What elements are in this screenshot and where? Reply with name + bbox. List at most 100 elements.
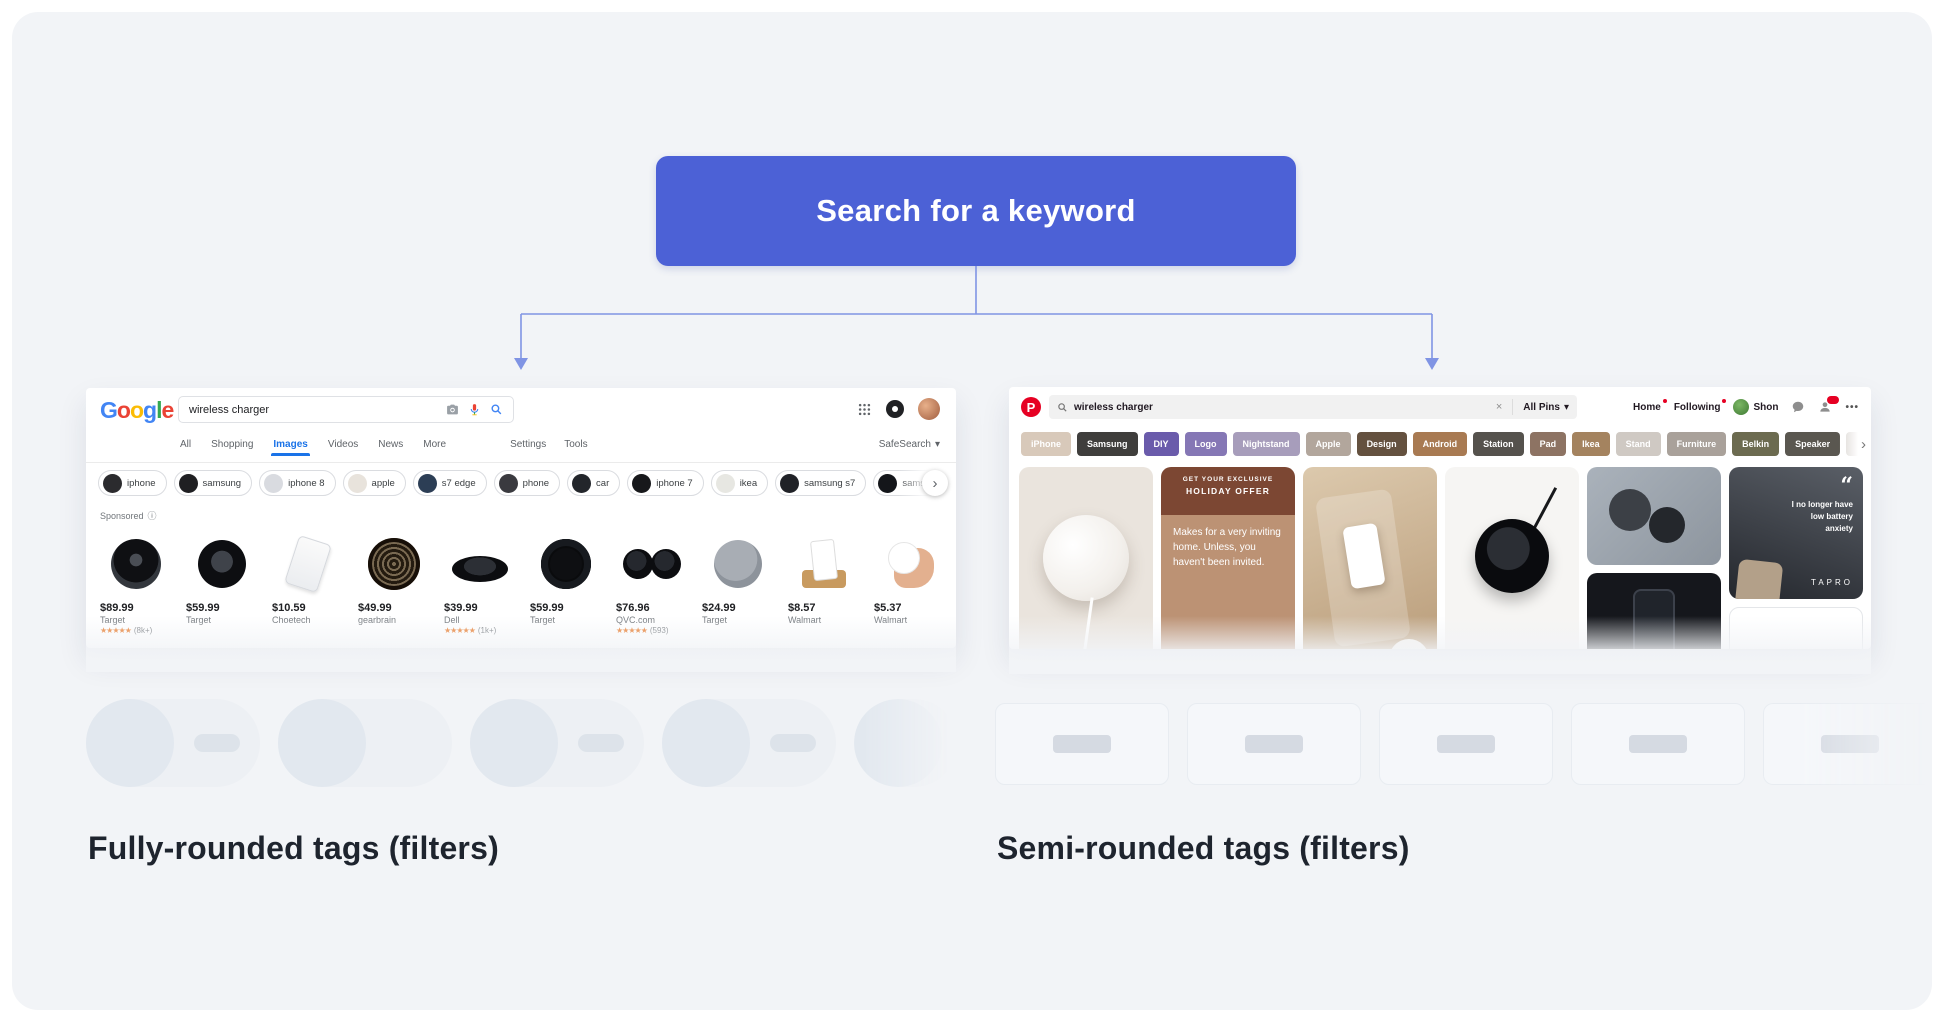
notifications-icon[interactable] xyxy=(1818,396,1840,414)
related-search-chip[interactable]: samsung xyxy=(173,470,253,496)
search-query-text: wireless charger xyxy=(189,403,270,416)
charging-pad-image xyxy=(1609,489,1651,531)
pin-blank-card[interactable] xyxy=(1729,607,1863,649)
profile-menu[interactable]: Shon xyxy=(1733,399,1778,415)
tag-thumb-placeholder xyxy=(470,699,558,787)
caption-semi-rounded: Semi-rounded tags (filters) xyxy=(997,830,1410,866)
tag-thumb-placeholder xyxy=(854,699,942,787)
filter-tag[interactable]: Stand xyxy=(1615,432,1661,456)
tab-images[interactable]: Images xyxy=(271,438,311,456)
pin-marble-charger[interactable] xyxy=(1019,467,1153,649)
tag-label-placeholder xyxy=(1821,735,1879,753)
pin-simplisafe-ad[interactable]: GET YOUR EXCLUSIVE HOLIDAY OFFER Makes f… xyxy=(1161,467,1295,649)
tools-link[interactable]: Tools xyxy=(564,438,588,450)
related-search-chip[interactable]: samsung s7 xyxy=(775,470,867,496)
pin-dark-phone[interactable] xyxy=(1587,573,1721,649)
product-card[interactable]: $59.99 Target xyxy=(524,528,607,635)
nav-home[interactable]: Home xyxy=(1633,398,1667,413)
rating-count: (1k+) xyxy=(477,626,497,635)
product-card[interactable]: $49.99 gearbrain xyxy=(352,528,435,635)
pin-quote-card[interactable]: “ I no longer have low battery anxiety T… xyxy=(1729,467,1863,599)
username-label: Shon xyxy=(1753,401,1779,413)
pin-wood-tray-photo[interactable] xyxy=(1303,467,1437,649)
filter-tag[interactable]: Nightstand xyxy=(1232,432,1300,456)
charger-cable-image xyxy=(1531,487,1558,531)
related-search-chip[interactable]: iphone xyxy=(98,470,167,496)
safesearch-dropdown[interactable]: SafeSearch ▾ xyxy=(879,439,940,450)
filter-tag[interactable]: Logo xyxy=(1184,432,1227,456)
filter-tag[interactable]: Pad xyxy=(1529,432,1567,456)
bag-image xyxy=(1734,558,1784,599)
semi-rounded-tag-examples xyxy=(995,703,1932,785)
related-search-chip[interactable]: apple xyxy=(342,470,406,496)
product-card[interactable]: $24.99 Target xyxy=(696,528,779,635)
filter-tag[interactable]: Samsung xyxy=(1077,432,1138,456)
product-store: Choetech xyxy=(272,615,311,625)
filter-tag[interactable]: Design xyxy=(1356,432,1407,456)
filter-tag[interactable]: Furniture xyxy=(1666,432,1727,456)
product-card[interactable]: $8.57 Walmart xyxy=(782,528,865,635)
avatar[interactable] xyxy=(918,398,940,420)
tab-more[interactable]: More xyxy=(423,438,447,450)
product-card[interactable]: $89.99 Target ★★★★★(8k+) xyxy=(94,528,177,635)
related-search-chip[interactable]: ikea xyxy=(710,470,769,496)
apps-grid-icon[interactable] xyxy=(857,402,872,417)
chip-label: iphone 8 xyxy=(288,477,325,489)
ad-header: GET YOUR EXCLUSIVE HOLIDAY OFFER xyxy=(1161,467,1295,515)
flow-keyword-box: Search for a keyword xyxy=(656,156,1296,266)
related-search-chip[interactable]: s7 edge xyxy=(412,470,487,496)
filter-tag[interactable]: Ikea xyxy=(1572,432,1610,456)
camera-icon[interactable] xyxy=(446,403,459,416)
filter-tag[interactable]: Speaker xyxy=(1785,432,1841,456)
tab-videos[interactable]: Videos xyxy=(327,438,359,450)
product-card[interactable]: $5.37 Walmart xyxy=(868,528,951,635)
chip-thumbnail xyxy=(632,473,652,493)
clear-search-icon[interactable]: × xyxy=(1495,401,1503,413)
pinterest-search-input[interactable]: wireless charger × All Pins ▾ xyxy=(1049,395,1577,419)
nav-following[interactable]: Following xyxy=(1674,398,1727,413)
plate-image xyxy=(1389,639,1429,649)
search-icon[interactable] xyxy=(490,403,503,416)
product-price: $5.37 xyxy=(874,602,902,614)
product-price: $59.99 xyxy=(186,602,220,614)
filter-tag[interactable]: Belkin xyxy=(1732,432,1780,456)
messages-icon[interactable] xyxy=(1791,400,1805,414)
chips-scroll-fade: › xyxy=(898,463,956,503)
filter-tag[interactable]: iPhone xyxy=(1021,432,1072,456)
pin-black-charger[interactable] xyxy=(1445,467,1579,649)
product-image xyxy=(438,528,521,600)
safesearch-label: SafeSearch xyxy=(878,438,931,450)
google-search-input[interactable]: wireless charger xyxy=(178,396,514,423)
chevron-right-icon[interactable]: › xyxy=(1861,435,1866,453)
product-card[interactable]: $59.99 Target xyxy=(180,528,263,635)
avatar xyxy=(1733,399,1750,415)
related-search-chip[interactable]: car xyxy=(567,470,621,496)
product-card[interactable]: $10.59 Choetech xyxy=(266,528,349,635)
google-header-actions xyxy=(857,398,940,420)
filter-tag[interactable]: Android xyxy=(1412,432,1468,456)
product-card[interactable]: $76.96 QVC.com ★★★★★(593) xyxy=(610,528,693,635)
tab-all[interactable]: All xyxy=(180,438,192,450)
settings-link[interactable]: Settings xyxy=(510,438,547,450)
chips-scroll-right-button[interactable]: › xyxy=(922,470,948,496)
info-icon[interactable]: ⓘ xyxy=(147,511,157,521)
filter-tag[interactable]: DIY xyxy=(1143,432,1179,456)
related-search-chip[interactable]: iphone 7 xyxy=(627,470,704,496)
related-search-chip[interactable]: iphone 8 xyxy=(259,470,336,496)
filter-tag[interactable]: Apple xyxy=(1305,432,1351,456)
tab-shopping[interactable]: Shopping xyxy=(211,438,254,450)
tab-news[interactable]: News xyxy=(378,438,404,450)
product-card[interactable]: $39.99 Dell ★★★★★(1k+) xyxy=(438,528,521,635)
product-rating: ★★★★★(8k+) xyxy=(94,626,177,635)
lens-icon[interactable] xyxy=(886,400,904,418)
more-menu-icon[interactable]: ••• xyxy=(1845,401,1859,413)
related-search-chip[interactable]: phone xyxy=(493,470,561,496)
ad-header-line1: GET YOUR EXCLUSIVE xyxy=(1182,476,1274,483)
all-pins-dropdown[interactable]: All Pins ▾ xyxy=(1512,399,1569,415)
mic-icon[interactable] xyxy=(468,403,481,416)
stars-icon: ★★★★★ xyxy=(616,626,648,635)
chip-thumbnail xyxy=(572,473,592,493)
pinterest-logo-icon[interactable]: P xyxy=(1021,397,1041,417)
filter-tag[interactable]: Station xyxy=(1473,432,1524,456)
pin-gray-pads[interactable] xyxy=(1587,467,1721,565)
